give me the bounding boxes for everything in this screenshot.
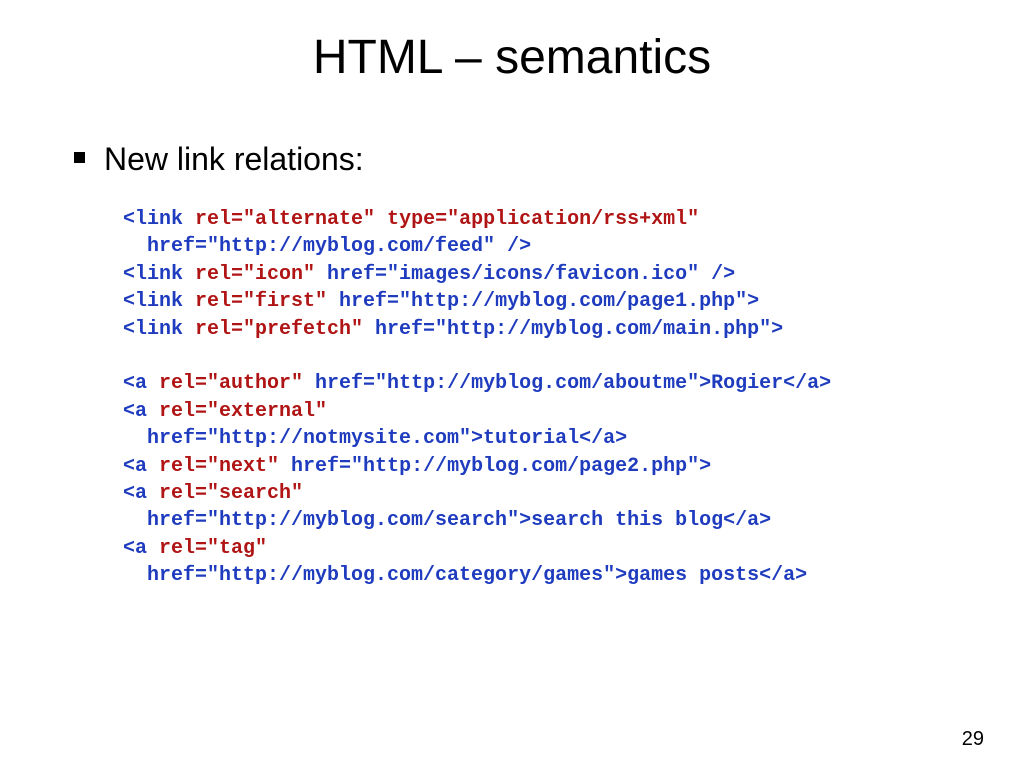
code-text: href="http://myblog.com/aboutme">Rogier<… — [303, 372, 832, 396]
code-attribute: rel="search" — [159, 481, 304, 505]
code-line: <a rel="next" href="http://myblog.com/pa… — [123, 453, 831, 480]
code-line: <a rel="tag" — [123, 535, 831, 562]
code-text: <a — [123, 372, 160, 396]
code-text: href="http://myblog.com/category/games">… — [123, 564, 808, 588]
code-text: <link — [123, 317, 196, 341]
code-line: <link rel="icon" href="images/icons/favi… — [123, 261, 831, 288]
code-line: href="http://myblog.com/feed" /> — [123, 233, 831, 260]
code-attribute: rel="first" — [195, 290, 328, 314]
code-attribute: rel="next" — [159, 454, 280, 478]
code-line — [123, 343, 831, 370]
code-line: <link rel="prefetch" href="http://myblog… — [123, 316, 831, 343]
code-line: href="http://myblog.com/category/games">… — [123, 562, 831, 589]
code-text: <link — [123, 208, 196, 231]
code-attribute: rel="tag" — [159, 536, 268, 560]
code-attribute: type="application/rss+xml" — [387, 208, 700, 231]
code-line: <link rel="alternate" type="application/… — [123, 206, 831, 233]
code-text: <a — [123, 454, 160, 478]
square-bullet-icon — [74, 151, 85, 163]
bullet-text: New link relations: — [104, 141, 364, 177]
bullet-item: New link relations: — [74, 137, 364, 181]
code-line: <link rel="first" href="http://myblog.co… — [123, 288, 831, 315]
code-block: <link rel="alternate" type="application/… — [123, 206, 831, 589]
code-text: <a — [123, 399, 160, 423]
code-text: href="http://notmysite.com">tutorial</a> — [123, 427, 628, 451]
code-attribute: rel="external" — [159, 399, 328, 423]
code-text: href="http://myblog.com/search">search t… — [123, 509, 772, 533]
code-text: href="http://myblog.com/feed" /> — [123, 235, 532, 259]
code-attribute: rel="prefetch" — [195, 317, 364, 341]
code-text: <link — [123, 262, 196, 286]
code-attribute: rel="icon" — [195, 262, 316, 286]
code-line: <a rel="author" href="http://myblog.com/… — [123, 370, 831, 397]
code-text: href="images/icons/favicon.ico" /> — [315, 262, 736, 286]
code-line: <a rel="external" — [123, 398, 831, 425]
code-text — [375, 208, 387, 231]
code-attribute: rel="alternate" — [195, 208, 376, 231]
code-text: <a — [123, 536, 160, 560]
code-text: <a — [123, 481, 160, 505]
slide-title: HTML – semantics — [312, 31, 712, 84]
code-line: href="http://myblog.com/search">search t… — [123, 507, 831, 534]
code-line: <a rel="search" — [123, 480, 831, 507]
code-text: <link — [123, 290, 196, 314]
code-text: href="http://myblog.com/page2.php"> — [279, 454, 712, 478]
code-text: href="http://myblog.com/main.php"> — [363, 317, 784, 341]
code-text: href="http://myblog.com/page1.php"> — [327, 290, 760, 314]
page-number: 29 — [961, 728, 984, 750]
code-attribute: rel="author" — [159, 372, 304, 396]
code-line: href="http://notmysite.com">tutorial</a> — [123, 425, 831, 452]
